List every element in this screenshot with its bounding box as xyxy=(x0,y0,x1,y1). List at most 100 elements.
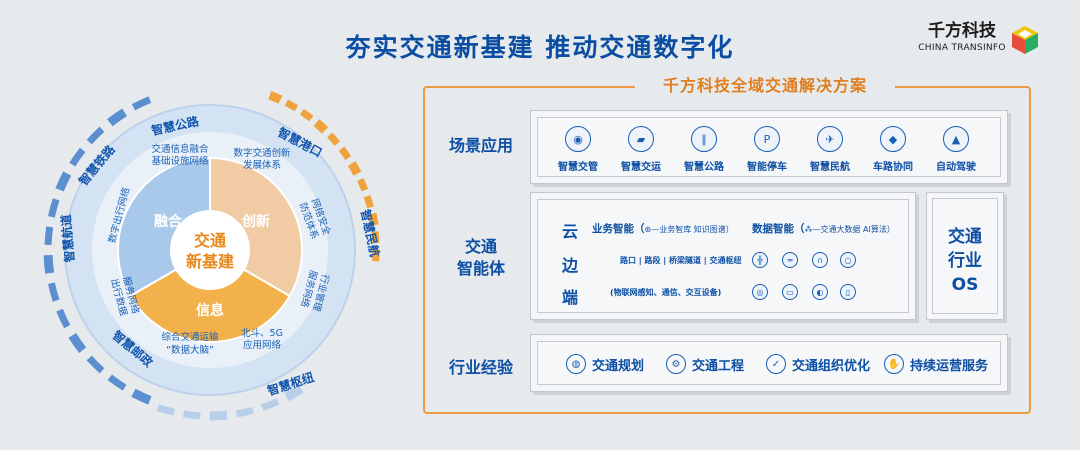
outer-dash-blue xyxy=(43,254,55,274)
outer-dash-light xyxy=(261,398,280,411)
os-line-2: 行业 xyxy=(948,251,982,271)
sensor-icon: ◎ xyxy=(752,284,768,300)
outer-dash-orange xyxy=(338,146,352,161)
outer-dash-blue xyxy=(47,198,60,218)
logo-cn-text: 千方科技 xyxy=(928,21,996,41)
mid-text-top-left-2: 基础设施网络 xyxy=(151,155,209,167)
solution-panel-header: 千方科技全域交通解决方案 xyxy=(635,72,895,96)
truck-icon: ▰ xyxy=(628,126,654,152)
outer-dash-blue xyxy=(86,126,105,145)
sector-label-information: 信息 xyxy=(196,302,224,319)
outer-dash-light xyxy=(284,384,304,402)
outer-dash-blue xyxy=(44,226,54,246)
row-label-intelligent-agent-1: 交通 xyxy=(464,237,497,256)
new-infrastructure-diagram: 交通 新基建 融合 创新 信息 交通信息融合 基础设施网络 数字交通创新 发展体… xyxy=(43,90,383,421)
road-segment-icon: ═ xyxy=(782,252,798,268)
industry-experience-item: ✓ 交通组织优化 xyxy=(766,354,870,374)
cloud-char: 云 xyxy=(562,222,579,241)
scene-app-item: ▲自动驾驶 xyxy=(926,126,986,173)
scene-app-label: 智慧公路 xyxy=(684,162,724,173)
scene-app-item: ◆ 车路协同 xyxy=(863,126,923,173)
outer-dash-orange xyxy=(367,212,379,226)
outer-dash-blue xyxy=(131,96,152,111)
center-circle xyxy=(170,210,250,290)
business-intelligence-icon: ⊛ xyxy=(644,225,652,234)
outer-dash-light xyxy=(156,404,175,416)
car-icon: ▲ xyxy=(943,126,969,152)
scene-app-label: 智慧交管 xyxy=(558,162,598,173)
mid-text-top-right-2: 发展体系 xyxy=(243,159,281,171)
outer-dash-blue xyxy=(107,108,128,127)
outer-dash-orange xyxy=(357,178,369,192)
logo-cube-icon xyxy=(1012,26,1038,54)
center-line-1: 交通 xyxy=(194,231,226,250)
scene-app-item: ▰ 智慧交运 xyxy=(611,126,671,173)
row-label-industry-experience: 行业经验 xyxy=(448,358,513,377)
outer-dash-blue xyxy=(86,355,105,374)
outer-dash-blue xyxy=(56,308,71,329)
industry-experience-label: 交通规划 xyxy=(592,358,645,374)
vehicle-road-icon: ◆ xyxy=(880,126,906,152)
end-char: 端 xyxy=(562,288,579,307)
industry-os-box: 交通 行业 OS xyxy=(926,192,1004,320)
outer-dash-orange xyxy=(268,90,283,104)
outer-dash-blue xyxy=(47,282,60,302)
scene-app-item: ∥智慧公路 xyxy=(674,126,734,173)
tunnel-icon: ∩ xyxy=(812,252,828,268)
intelligent-agent-box xyxy=(530,192,916,320)
sector-label-fusion: 融合 xyxy=(154,213,183,230)
globe-icon: ◍ xyxy=(566,354,586,374)
outer-dash-light xyxy=(209,410,228,421)
intersection-icon: ╬ xyxy=(752,252,768,268)
industry-experience-item: ⚙ 交通工程 xyxy=(666,354,744,374)
industry-experience-label: 交通组织优化 xyxy=(792,358,871,374)
outer-dash-light xyxy=(235,406,254,418)
check-icon: ✓ xyxy=(766,354,786,374)
industry-experience-label: 持续运营服务 xyxy=(910,358,989,374)
mid-text-top-left-1: 交通信息融合 xyxy=(151,143,209,155)
data-intelligence-label: 数据智能（ xyxy=(752,223,805,235)
business-intelligence-detail: —业务智库 知识图谱） xyxy=(651,225,734,234)
os-line-1: 交通 xyxy=(948,227,982,247)
data-intelligence-detail: —交通大数据 AI算法） xyxy=(812,225,895,234)
industry-experience-label: 交通工程 xyxy=(692,358,745,374)
edge-char: 边 xyxy=(562,256,579,275)
center-line-2: 新基建 xyxy=(186,252,234,271)
scene-app-label: 车路协同 xyxy=(873,162,913,173)
roller-icon: ⚙ xyxy=(666,354,686,374)
logo-en-text: CHINA TRANSINFO xyxy=(918,43,1006,53)
outer-dash-orange xyxy=(299,108,314,122)
outer-dash-blue xyxy=(69,147,86,167)
sector-label-innovation: 创新 xyxy=(241,213,270,230)
outer-dash-blue xyxy=(55,171,72,192)
os-line-3: OS xyxy=(951,275,979,295)
device-icon: ▯ xyxy=(840,284,856,300)
outer-dash-orange xyxy=(371,231,380,244)
mid-text-bottom-left-1: 综合交通运输 xyxy=(161,331,219,343)
outer-dash-light xyxy=(182,410,201,420)
sector-information xyxy=(128,248,292,343)
row-label-intelligent-agent: 交通 智能体 xyxy=(432,236,530,280)
mid-text-bottom-left-2: “数据大脑” xyxy=(166,344,214,356)
outer-dash-blue xyxy=(131,388,152,405)
outer-dash-orange xyxy=(327,132,341,146)
screen-icon: ▭ xyxy=(782,284,798,300)
traffic-light-icon: ◉ xyxy=(565,126,591,152)
mid-text-bottom-right-1: 北斗、5G xyxy=(241,328,283,339)
airplane-icon: ✈ xyxy=(817,126,843,152)
outer-label-waterway: 智慧航道 xyxy=(58,214,77,264)
outer-dash-orange xyxy=(284,99,299,112)
company-logo: 千方科技 CHINA TRANSINFO xyxy=(912,20,1042,68)
handshake-icon: ✋ xyxy=(884,354,904,374)
edge-scene-text: 路口 | 路段 | 桥梁隧道 | 交通枢纽 xyxy=(620,256,742,265)
data-intelligence: 数据智能（⁂—交通大数据 AI算法） xyxy=(752,221,895,236)
outer-dash-blue xyxy=(107,374,127,391)
scene-app-label: 智慧交运 xyxy=(621,162,661,173)
outer-label-civil-aviation: 智慧民航 xyxy=(358,207,383,258)
hub-icon: ○ xyxy=(840,252,856,268)
business-intelligence: 业务智能（⊛—业务智库 知识图谱） xyxy=(592,221,734,236)
end-device-text: (物联网感知、通信、交互设备) xyxy=(610,288,722,297)
scene-app-item: ✈智慧民航 xyxy=(800,126,860,173)
industry-experience-item: ◍ 交通规划 xyxy=(566,354,644,374)
